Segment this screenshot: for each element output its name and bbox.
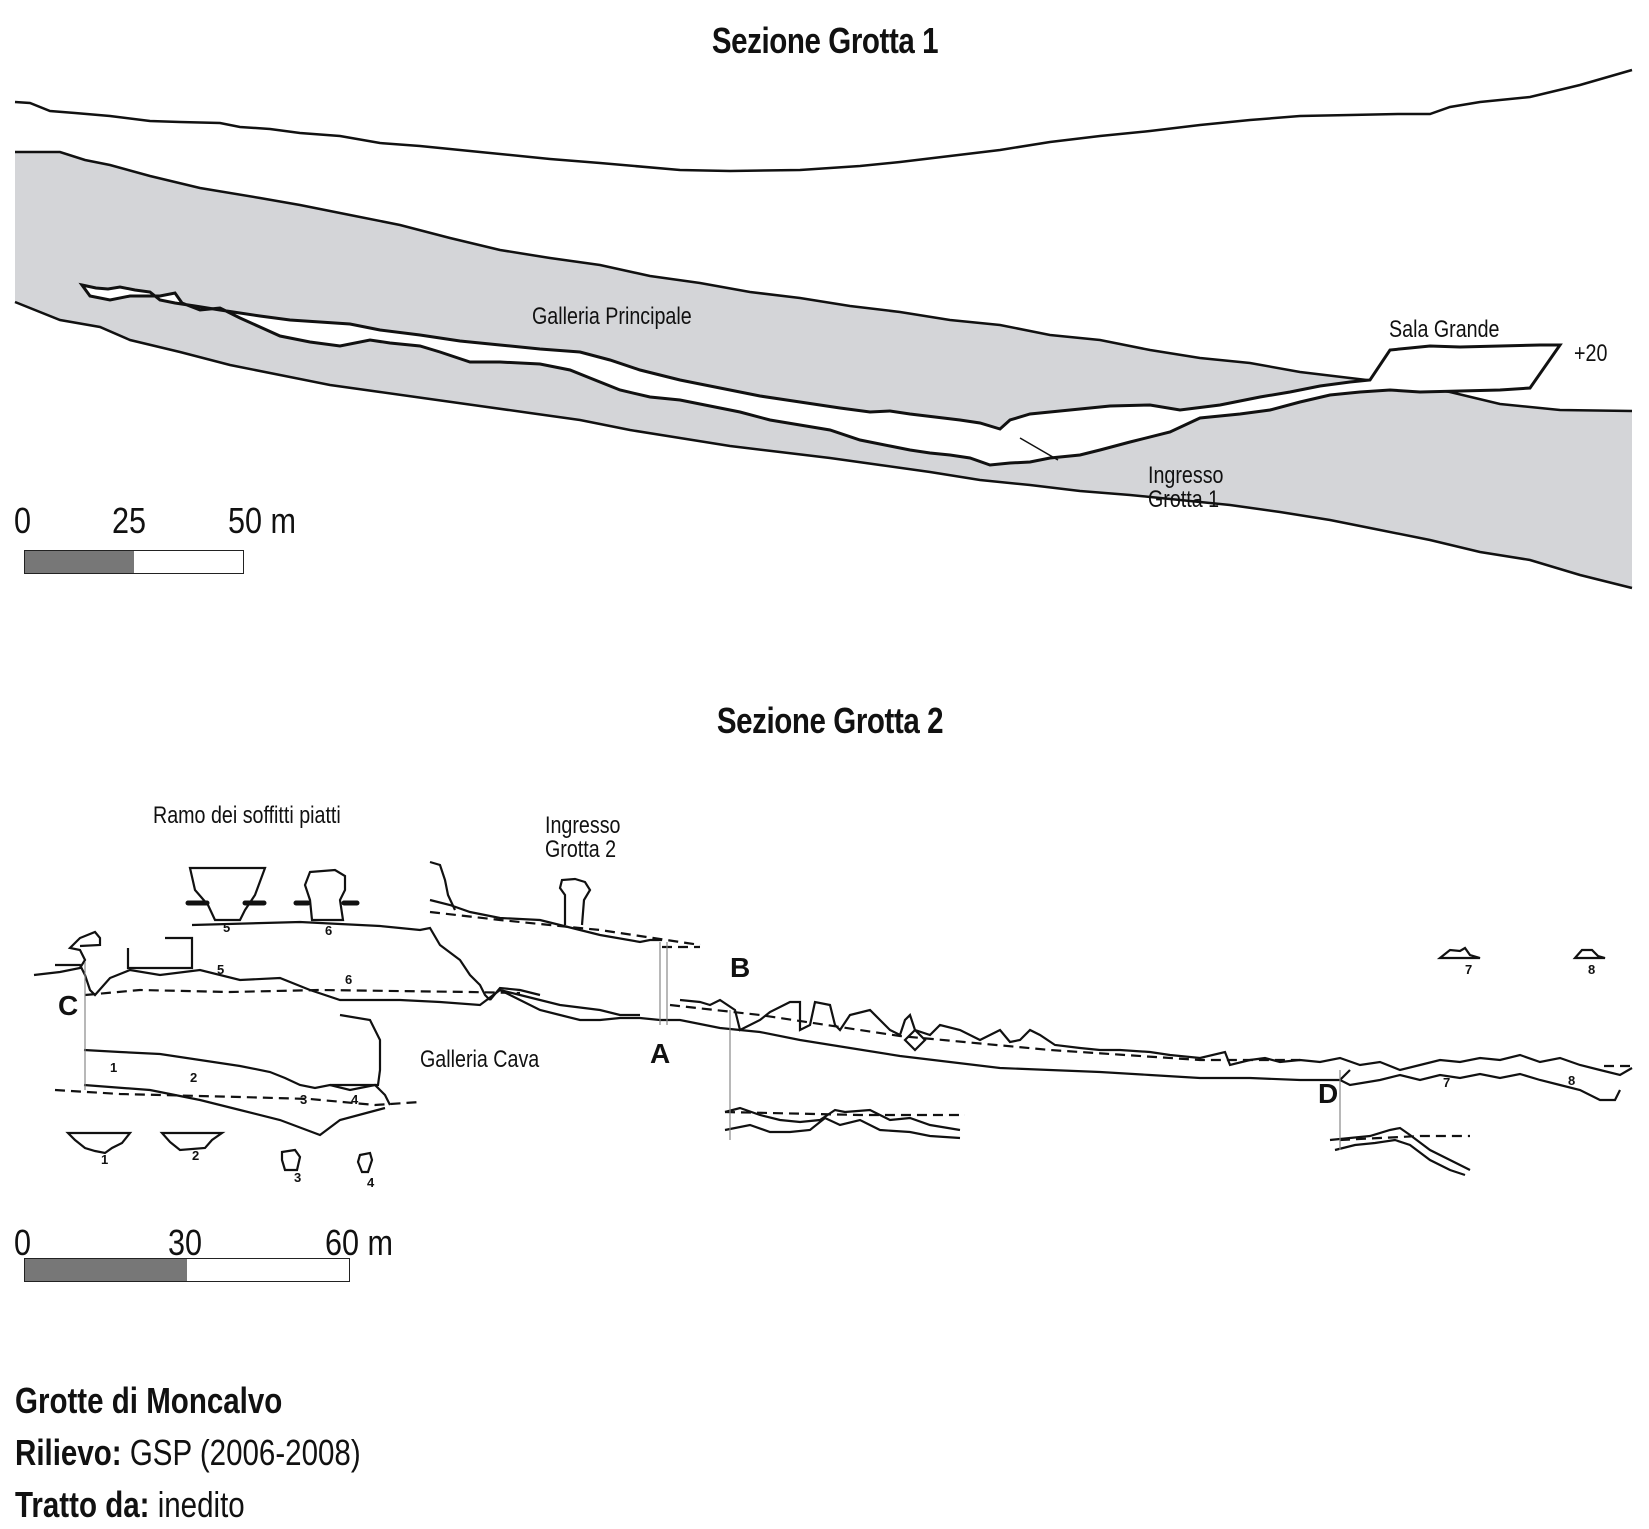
cs-num-1-inline: 1: [110, 1060, 118, 1075]
point-label-C: C: [58, 990, 79, 1021]
section2-title: Sezione Grotta 2: [716, 700, 944, 741]
label-galleria-cava: Galleria Cava: [420, 1046, 540, 1073]
scale2-tick-60: 60 m: [325, 1222, 394, 1263]
passage-soffitti-piatti: [33, 930, 640, 1017]
scale2-tick-0: 0: [14, 1222, 32, 1263]
cave-passage-grotta1: [78, 282, 1563, 467]
cs-num-3: 3: [294, 1170, 302, 1185]
cross-section-1: [65, 1131, 133, 1155]
scale-bar-section2: [24, 1258, 350, 1282]
cs-num-4-inline: 4: [351, 1092, 359, 1107]
passage-main-grotta2: [679, 998, 1633, 1077]
entrance-marker: [1019, 437, 1059, 461]
cs-num-5-inline: 5: [217, 962, 225, 977]
cross-section-8: [1572, 948, 1606, 960]
cs-num-2: 2: [192, 1148, 200, 1163]
scale-bar-section1-fill: [25, 551, 134, 573]
scale1-tick-25: 25: [112, 500, 147, 541]
point-label-B: B: [730, 952, 751, 983]
cs-num-6: 6: [325, 923, 333, 938]
cs-num-7: 7: [1465, 962, 1473, 977]
cross-section-5: [188, 866, 267, 922]
label-sala-grande: Sala Grande: [1389, 316, 1500, 343]
cs-num-8: 8: [1588, 962, 1596, 977]
cs-num-8-inline: 8: [1568, 1073, 1576, 1088]
entrance-chimney-grotta2: [558, 877, 592, 926]
cross-section-4: [356, 1151, 374, 1174]
scale2-tick-30: 30: [168, 1222, 203, 1263]
rock-band: [15, 152, 1632, 588]
cs-num-1: 1: [101, 1152, 109, 1167]
cs-num-6-inline: 6: [345, 972, 353, 987]
label-ingresso-grotta2-line1: Ingresso: [545, 812, 621, 839]
label-ramo-soffitti-piatti: Ramo dei soffitti piatti: [153, 802, 341, 829]
cs-num-5: 5: [223, 920, 231, 935]
caption-survey-label: Rilievo:: [15, 1432, 122, 1473]
cross-section-2: [159, 1131, 226, 1152]
caption-survey: Rilievo: GSP (2006-2008): [15, 1432, 361, 1474]
cs-num-7-inline: 7: [1443, 1075, 1451, 1090]
cs-num-3-inline: 3: [300, 1092, 308, 1107]
caption-source: Tratto da: inedito: [15, 1484, 245, 1526]
caption-survey-value: GSP (2006-2008): [129, 1432, 361, 1473]
cross-section-3: [280, 1148, 302, 1172]
scale1-tick-0: 0: [14, 500, 32, 541]
passage-galleria-cava: [83, 1048, 391, 1137]
label-ingresso-grotta1-line1: Ingresso: [1148, 462, 1224, 489]
caption-cave-name: Grotte di Moncalvo: [15, 1380, 283, 1421]
cross-section-6: [303, 868, 347, 922]
caption-source-label: Tratto da:: [15, 1484, 150, 1525]
cs-num-2-inline: 2: [190, 1070, 198, 1085]
label-elevation: +20: [1574, 340, 1608, 367]
label-galleria-principale: Galleria Principale: [532, 303, 692, 330]
point-label-D: D: [1318, 1078, 1339, 1109]
scale-bar-section1: [24, 550, 244, 574]
label-ingresso-grotta2-line2: Grotta 2: [545, 836, 617, 863]
cs-num-4: 4: [367, 1175, 375, 1190]
section1-drawing: [14, 68, 1633, 590]
caption-source-value: inedito: [157, 1484, 245, 1525]
point-label-A: A: [650, 1038, 671, 1069]
scale1-tick-50: 50 m: [228, 500, 297, 541]
surface-line: [14, 68, 1633, 173]
cross-section-7: [1436, 946, 1481, 960]
section1-title: Sezione Grotta 1: [711, 20, 939, 61]
label-ingresso-grotta1-line2: Grotta 1: [1148, 486, 1220, 513]
scale-bar-section2-fill: [25, 1259, 187, 1281]
